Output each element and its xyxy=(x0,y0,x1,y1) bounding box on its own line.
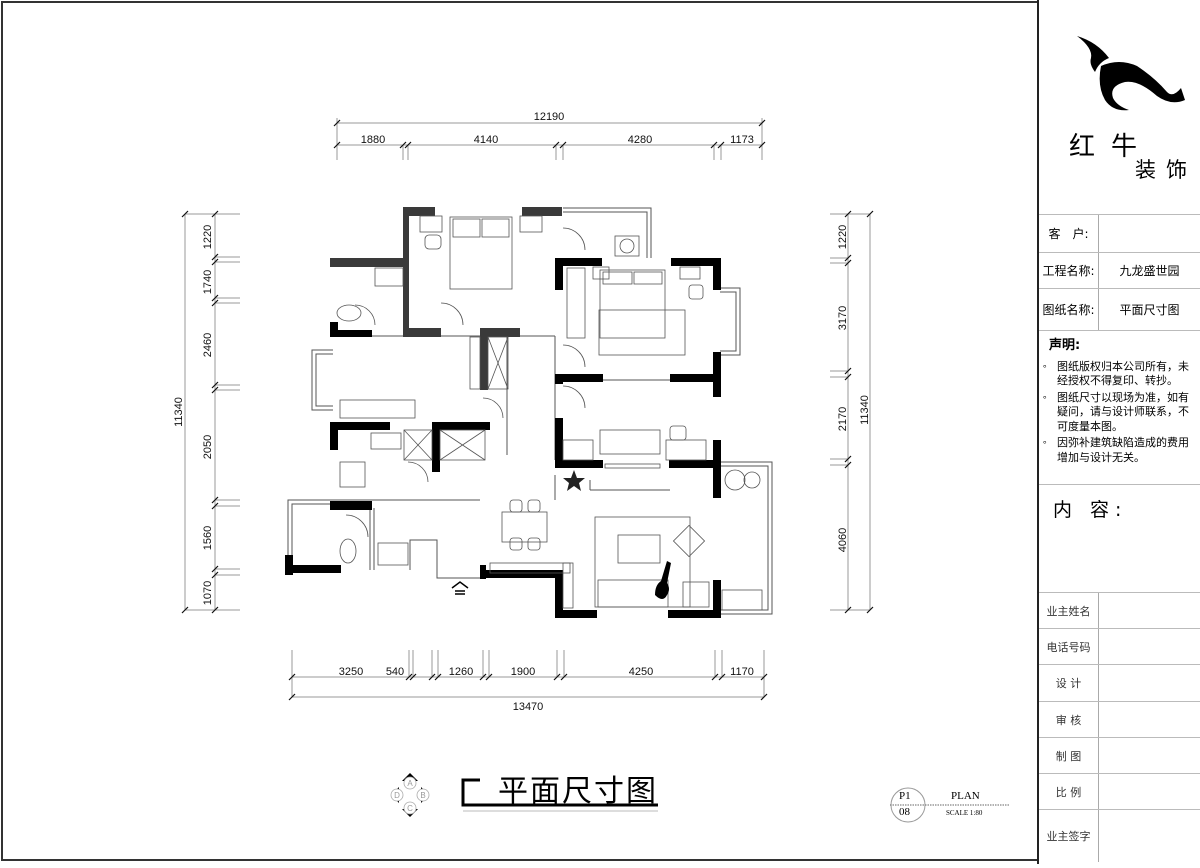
drawing-area: 12190 1880 4140 4280 1173 3250 540 1260 … xyxy=(173,111,1010,823)
field-project-label: 工程名称: xyxy=(1039,253,1099,288)
dim-bottom-4: 1900 xyxy=(511,666,535,678)
dim-right-total: 11340 xyxy=(859,395,871,425)
plan-outlines xyxy=(287,207,773,615)
field-drawing-value: 平面尺寸图 xyxy=(1119,303,1180,317)
field-client: 客 户: xyxy=(1039,214,1200,252)
brand-name-line1: 红牛 xyxy=(1069,132,1154,162)
content-label: 内 容: xyxy=(1039,484,1200,592)
dim-left-total: 11340 xyxy=(173,397,185,427)
title-underline xyxy=(461,778,658,812)
dim-right-3: 2170 xyxy=(837,407,849,431)
dim-right-1: 1220 xyxy=(837,225,849,249)
field-project-name: 工程名称: 九龙盛世园 xyxy=(1039,252,1200,288)
signoff-value xyxy=(1099,665,1200,701)
sheet-ref-name: PLAN xyxy=(951,790,980,802)
signoff-owner-name: 业主姓名 xyxy=(1039,592,1200,628)
signoff-owner-signature: 业主签字 xyxy=(1039,809,1200,862)
compass-label-a: A xyxy=(407,779,413,788)
dim-top-total: 12190 xyxy=(534,111,565,123)
dimension-ticks xyxy=(181,119,874,701)
field-drawing-name: 图纸名称: 平面尺寸图 xyxy=(1039,288,1200,330)
person-figure-icon xyxy=(655,561,671,599)
signoff-value xyxy=(1099,738,1200,773)
dim-left-1: 1220 xyxy=(202,225,214,249)
entry-marker-icon xyxy=(451,581,469,595)
signoff-label: 比 例 xyxy=(1039,774,1099,809)
compass-label-c: C xyxy=(407,804,413,813)
sheet-ref-bottom: 08 xyxy=(899,806,910,818)
field-client-label: 客 户: xyxy=(1039,215,1099,252)
field-drawing-label: 图纸名称: xyxy=(1039,289,1099,330)
signoff-label: 制 图 xyxy=(1039,738,1099,773)
dim-left-3: 2460 xyxy=(202,333,214,357)
dim-right-4: 4060 xyxy=(837,528,849,552)
signoff-label: 电话号码 xyxy=(1039,629,1099,664)
signoff-value xyxy=(1099,629,1200,664)
signoff-value xyxy=(1099,810,1200,862)
note-item: 图纸版权归本公司所有，未经授权不得复印、转抄。 xyxy=(1043,358,1194,389)
signoff-drafting: 制 图 xyxy=(1039,737,1200,773)
dim-top-2: 4140 xyxy=(474,134,498,146)
dim-bottom-6: 1170 xyxy=(730,666,754,678)
signoff-phone: 电话号码 xyxy=(1039,628,1200,664)
disclaimer-notes: 声明: 图纸版权归本公司所有，未经授权不得复印、转抄。 图纸尺寸以现场为准，如有… xyxy=(1039,330,1200,470)
field-project-value: 九龙盛世园 xyxy=(1119,264,1180,278)
signoff-label: 审 核 xyxy=(1039,702,1099,737)
signoff-review: 审 核 xyxy=(1039,701,1200,737)
plan-furniture xyxy=(336,215,763,611)
company-logo: 红牛 装饰 xyxy=(1039,0,1200,210)
dim-left-4: 2050 xyxy=(202,435,214,459)
signoff-label: 业主签字 xyxy=(1039,810,1099,862)
signoff-value xyxy=(1099,774,1200,809)
compass-label-d: D xyxy=(394,791,400,800)
dim-right-2: 3170 xyxy=(837,306,849,330)
dim-bottom-5: 4250 xyxy=(629,666,653,678)
note-item: 图纸尺寸以现场为准，如有疑问，请与设计师联系，不可度量本图。 xyxy=(1043,389,1194,435)
sheet-reference xyxy=(890,787,1010,823)
sheet-ref-top: P1 xyxy=(899,790,911,802)
signoff-value xyxy=(1099,593,1200,628)
signoff-design: 设 计 xyxy=(1039,664,1200,701)
dim-left-2: 1740 xyxy=(202,270,214,294)
door-swings xyxy=(345,227,586,538)
notes-title: 声明: xyxy=(1049,338,1081,353)
sheet-ref-scale: SCALE 1:80 xyxy=(946,809,983,817)
signoff-scale: 比 例 xyxy=(1039,773,1200,809)
dim-bottom-1: 3250 xyxy=(339,666,363,678)
compass-icon: A B C D xyxy=(390,773,430,817)
brand-name-line2: 装饰 xyxy=(1135,158,1197,182)
dim-top-1: 1880 xyxy=(361,134,385,146)
dim-bottom-3: 1260 xyxy=(449,666,473,678)
drawing-title: 平面尺寸图 xyxy=(498,774,658,809)
dim-left-6: 1070 xyxy=(202,581,214,605)
dim-top-3: 4280 xyxy=(628,134,652,146)
bull-logo-icon xyxy=(1077,36,1185,111)
floor-plan: 12190 1880 4140 4280 1173 3250 540 1260 … xyxy=(173,111,1010,823)
field-client-value xyxy=(1099,215,1200,252)
compass-label-b: B xyxy=(420,791,425,800)
dim-bottom-total: 13470 xyxy=(513,701,544,713)
plan-walls xyxy=(285,207,721,618)
plant-icon xyxy=(563,470,585,491)
dim-bottom-2: 540 xyxy=(386,666,404,678)
signoff-label: 设 计 xyxy=(1039,665,1099,701)
signoff-label: 业主姓名 xyxy=(1039,593,1099,628)
note-item: 因弥补建筑缺陷造成的费用增加与设计无关。 xyxy=(1043,434,1194,465)
title-block: 红牛 装饰 客 户: 工程名称: 九龙盛世园 图纸名称: 平面尺寸图 声明: 图… xyxy=(1037,0,1200,864)
signoff-value xyxy=(1099,702,1200,737)
dim-top-4: 1173 xyxy=(730,134,754,146)
dim-left-5: 1560 xyxy=(202,526,214,550)
